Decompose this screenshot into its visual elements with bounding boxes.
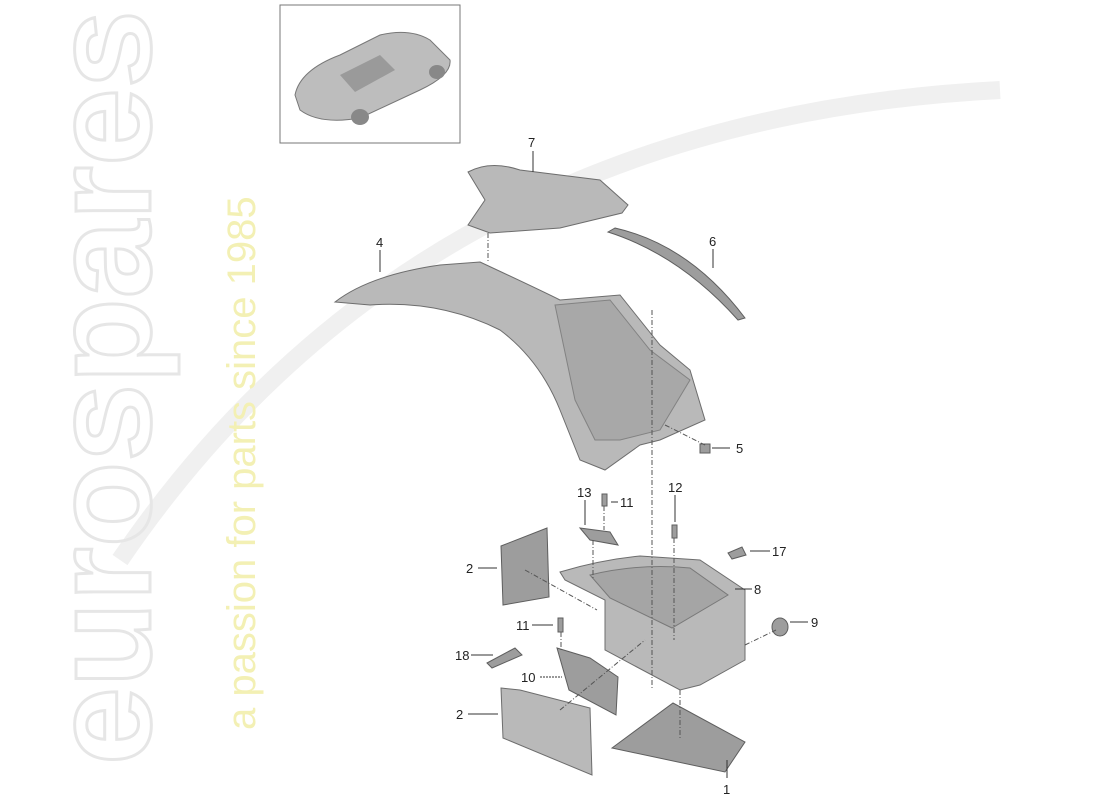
callout-9[interactable]: 9 [811,615,818,630]
part-6-strip[interactable] [606,227,746,321]
callout-4[interactable]: 4 [376,235,383,250]
part-9-grommet[interactable] [771,617,789,637]
part-18-strap[interactable] [486,647,523,669]
callout-12[interactable]: 12 [668,480,682,495]
callout-2-upper[interactable]: 2 [466,561,473,576]
callout-2-lower[interactable]: 2 [456,707,463,722]
watermark-brand: eurospares [23,10,180,765]
leader-lines [379,151,808,778]
callout-1[interactable]: 1 [723,782,730,797]
part-13-bracket[interactable] [578,527,620,546]
part-12-bolt[interactable] [671,524,678,539]
callout-5[interactable]: 5 [736,441,743,456]
callout-8[interactable]: 8 [754,582,761,597]
callout-18[interactable]: 18 [455,648,469,663]
callout-7[interactable]: 7 [528,135,535,150]
part-11-bolt-lower[interactable] [557,617,564,633]
part-17-clip[interactable] [727,546,747,560]
assembly-lines [487,233,777,740]
car-thumbnail[interactable] [279,4,461,144]
part-8-opening [589,566,729,629]
callout-13[interactable]: 13 [577,485,591,500]
watermark-tagline: a passion for parts since 1985 [220,196,264,730]
callout-17[interactable]: 17 [772,544,786,559]
callout-10[interactable]: 10 [521,670,535,685]
part-10-cover[interactable] [556,647,619,716]
watermark: eurospares a passion for parts since 198… [22,9,1001,767]
callouts: 7 4 6 5 13 11 12 17 2 8 9 11 18 10 2 1 [376,135,818,797]
callout-11[interactable]: 11 [620,495,634,510]
part-1-floor-mat[interactable] [610,702,746,773]
part-5-clip[interactable] [699,443,711,454]
callout-11-lower[interactable]: 11 [516,618,530,633]
part-7-panel[interactable] [467,165,629,234]
part-2-mat-upper[interactable] [500,527,550,606]
part-11-bolt[interactable] [601,493,608,507]
part-4-inner [554,299,691,441]
part-2-mat-lower[interactable] [500,687,593,776]
callout-6[interactable]: 6 [709,234,716,249]
